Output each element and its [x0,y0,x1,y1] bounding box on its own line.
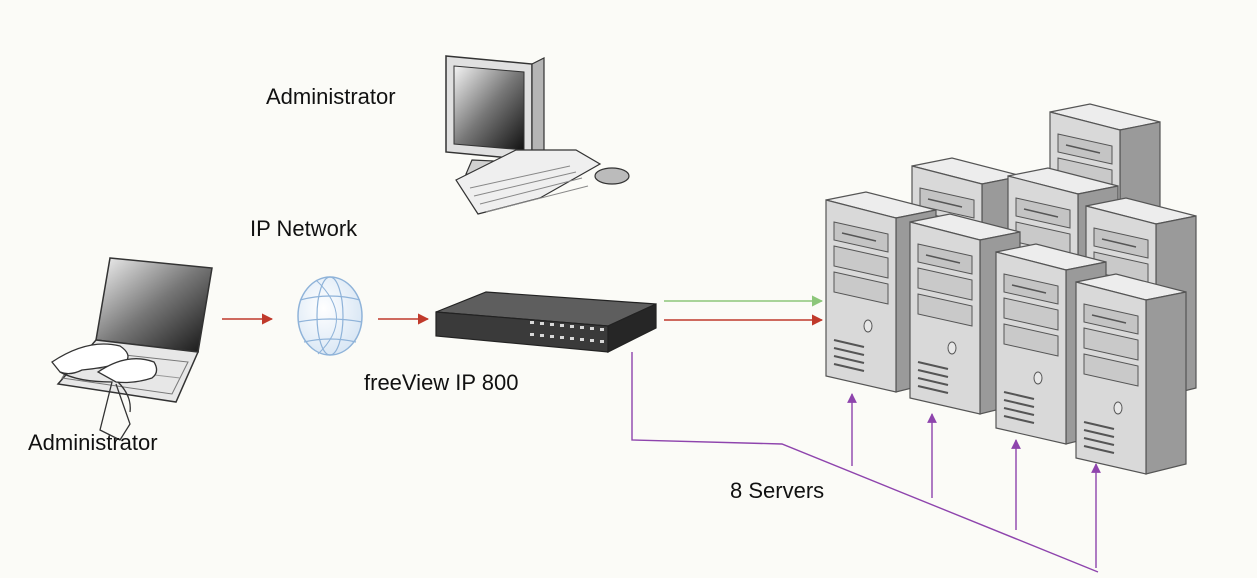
admin-left-label: Administrator [28,430,158,455]
device-label: freeView IP 800 [364,370,519,395]
kvm-switch-icon [435,291,657,353]
globe-icon [297,276,363,356]
server-tower-icon [1075,273,1187,475]
admin-top-label: Administrator [266,84,396,109]
desktop-computer-icon [445,55,630,215]
servers-label: 8 Servers [730,478,825,503]
laptop-icon [51,257,213,441]
network-label: IP Network [250,216,358,241]
server-connection-lines [631,352,1101,573]
